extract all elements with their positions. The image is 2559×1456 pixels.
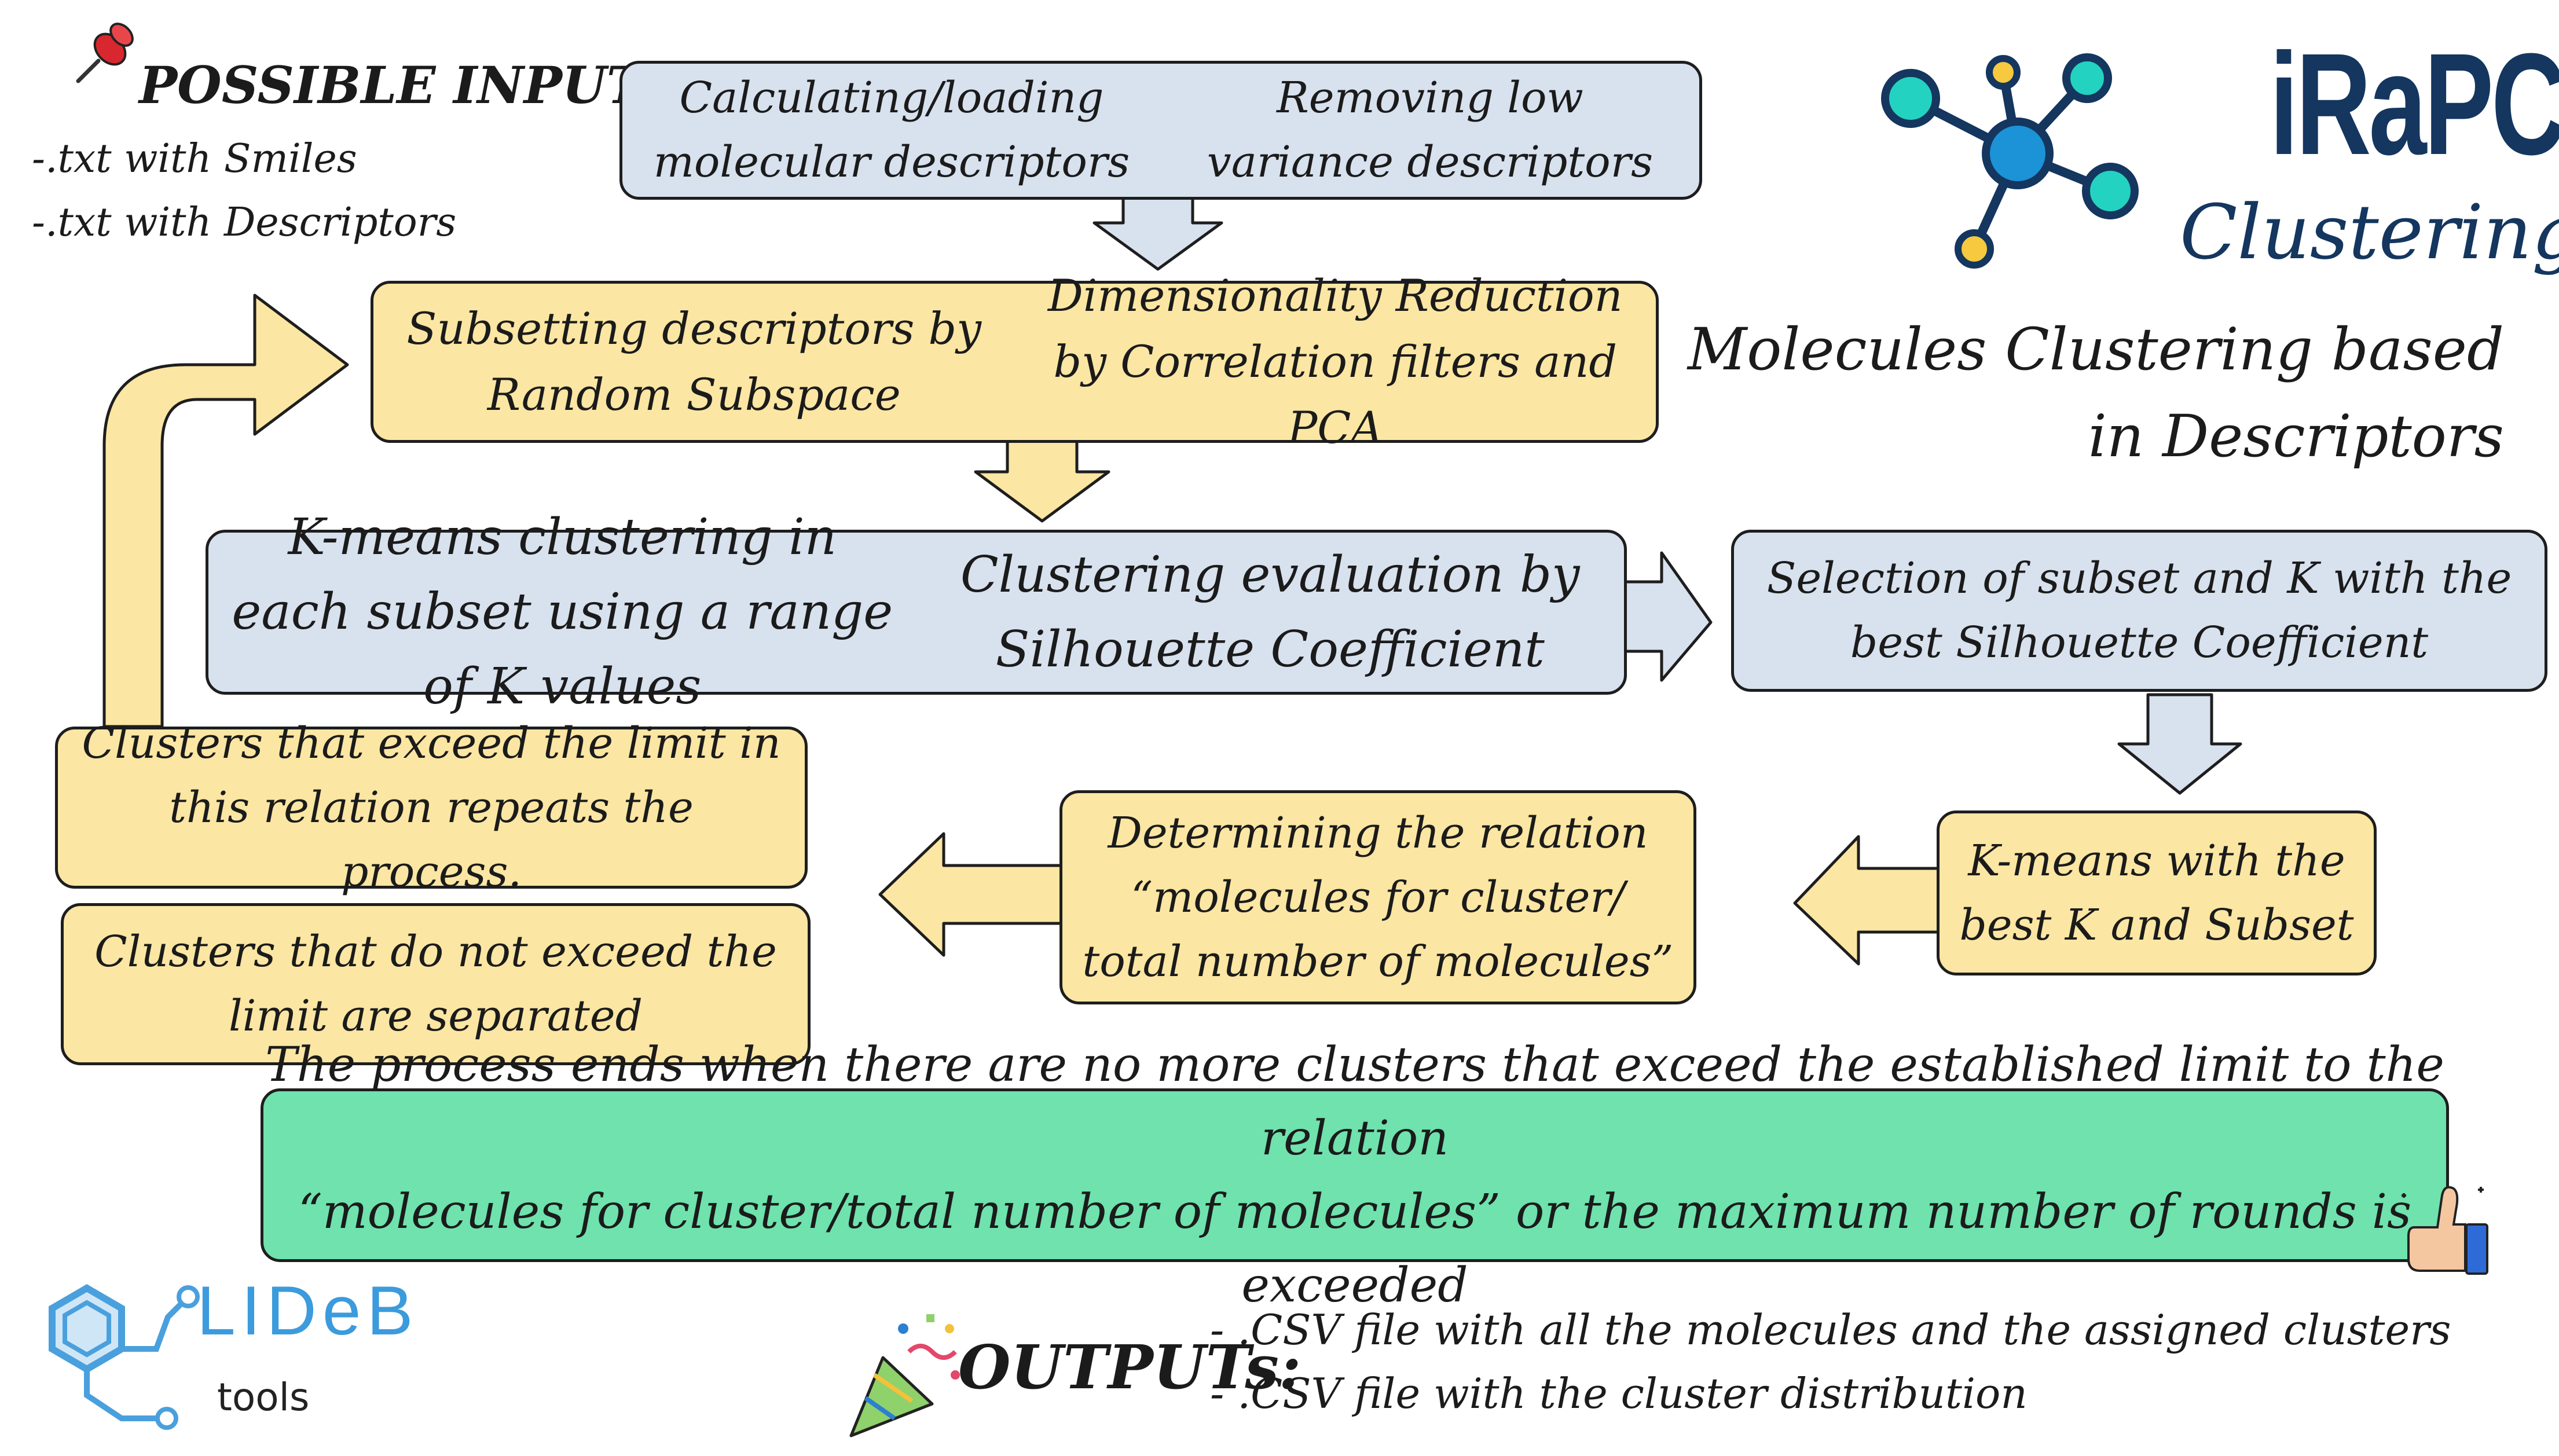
outputs-title: OUTPUTs: xyxy=(958,1332,1302,1403)
arrow-return xyxy=(102,294,349,728)
brand-subtitle: Clustering xyxy=(2180,188,2559,276)
brand-tagline-1: Molecules Clustering based xyxy=(1687,316,2504,383)
molecule-network-icon xyxy=(1881,53,2139,269)
output-item-csv-distribution: - .CSV file with the cluster distributio… xyxy=(1210,1369,2028,1418)
arrow-left-2 xyxy=(878,832,1067,957)
step-kmeans-range: K-means clustering in each subset using … xyxy=(232,508,893,716)
step-dim-reduction: Dimensionality Reduction by Correlation … xyxy=(1047,270,1623,453)
input-item-smiles: -.txt with Smiles xyxy=(32,136,357,182)
thumbs-up-icon xyxy=(2402,1186,2488,1275)
arrow-down-3 xyxy=(2117,693,2242,795)
step-subset-random: Subsetting descriptors by Random Subspac… xyxy=(406,303,982,420)
end-note-line-1: The process ends when there are no more … xyxy=(265,1037,2444,1166)
inputs-title: POSSIBLE INPUTs: xyxy=(139,55,688,115)
brand-tagline-2: in Descriptors xyxy=(2088,402,2504,470)
box-clusters-exceed: Clusters that exceed the limit in this r… xyxy=(55,718,808,897)
step-not-exceed: Clusters that do not exceed the limit ar… xyxy=(94,927,777,1041)
lideb-hexagon-logo xyxy=(49,1284,200,1430)
step-relation: Determining the relation “molecules for … xyxy=(1082,808,1674,986)
step-silhouette-eval: Clustering evaluation by Silhouette Coef… xyxy=(960,545,1580,679)
step-kmeans-best: K-means with the best K and Subset xyxy=(1959,835,2354,950)
box-selection-best: Selection of subset and K with the best … xyxy=(1731,530,2547,692)
end-note-line-2: “molecules for cluster/total number of m… xyxy=(298,1184,2412,1314)
box-kmeans-best: K-means with the best K and Subset xyxy=(1937,810,2377,975)
arrow-down-1 xyxy=(1092,189,1223,271)
party-popper-icon xyxy=(849,1314,960,1437)
arrow-down-2 xyxy=(974,438,1110,523)
arrow-right-1 xyxy=(1622,551,1713,682)
step-remove-low-variance: Removing low variance descriptors xyxy=(1207,73,1654,187)
brand-name: iRaPCA xyxy=(2270,23,2559,185)
box-kmeans-eval: K-means clustering in each subset using … xyxy=(206,508,1627,716)
box-descriptor-prep: Calculating/loading molecular descriptor… xyxy=(619,61,1702,200)
step-selection-best: Selection of subset and K with the best … xyxy=(1766,553,2512,668)
box-clusters-not-exceed: Clusters that do not exceed the limit ar… xyxy=(61,903,811,1065)
box-end-note: The process ends when there are no more … xyxy=(261,1037,2449,1313)
pushpin-icon xyxy=(76,23,134,83)
box-subsetting: Subsetting descriptors by Random Subspac… xyxy=(371,270,1659,453)
step-calc-loading: Calculating/loading molecular descriptor… xyxy=(653,73,1130,187)
output-item-csv-molecules: - .CSV file with all the molecules and t… xyxy=(1210,1305,2451,1354)
lideb-sub: tools xyxy=(217,1375,310,1420)
step-exceed: Clusters that exceed the limit in this r… xyxy=(82,718,781,897)
lideb-name: LIDeB xyxy=(197,1272,419,1349)
input-item-descriptors: -.txt with Descriptors xyxy=(32,200,457,245)
arrow-left-1 xyxy=(1793,835,1941,966)
box-relation: Determining the relation “molecules for … xyxy=(1059,790,1696,1004)
